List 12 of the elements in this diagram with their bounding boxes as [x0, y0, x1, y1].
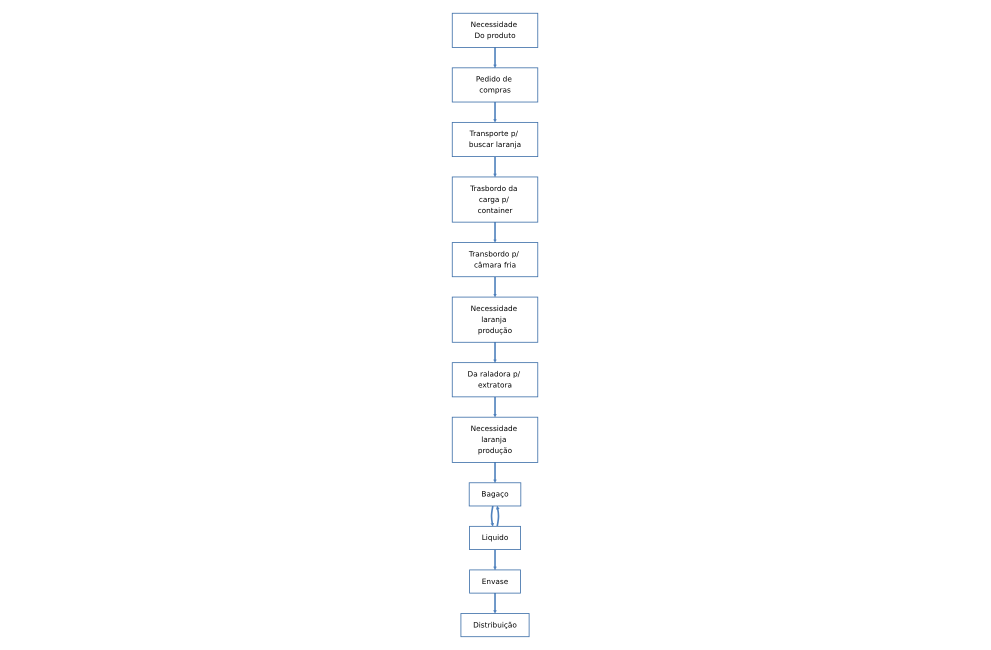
arrow — [494, 276, 498, 298]
arrow — [496, 506, 500, 526]
arrow — [494, 47, 498, 68]
arrow — [490, 506, 494, 527]
arrow — [494, 396, 498, 418]
arrow — [494, 593, 498, 614]
arrow — [494, 462, 498, 483]
arrow — [494, 342, 498, 363]
arrow — [494, 222, 498, 243]
arrow — [494, 102, 498, 123]
arrow — [494, 550, 498, 570]
arrow — [494, 156, 498, 178]
